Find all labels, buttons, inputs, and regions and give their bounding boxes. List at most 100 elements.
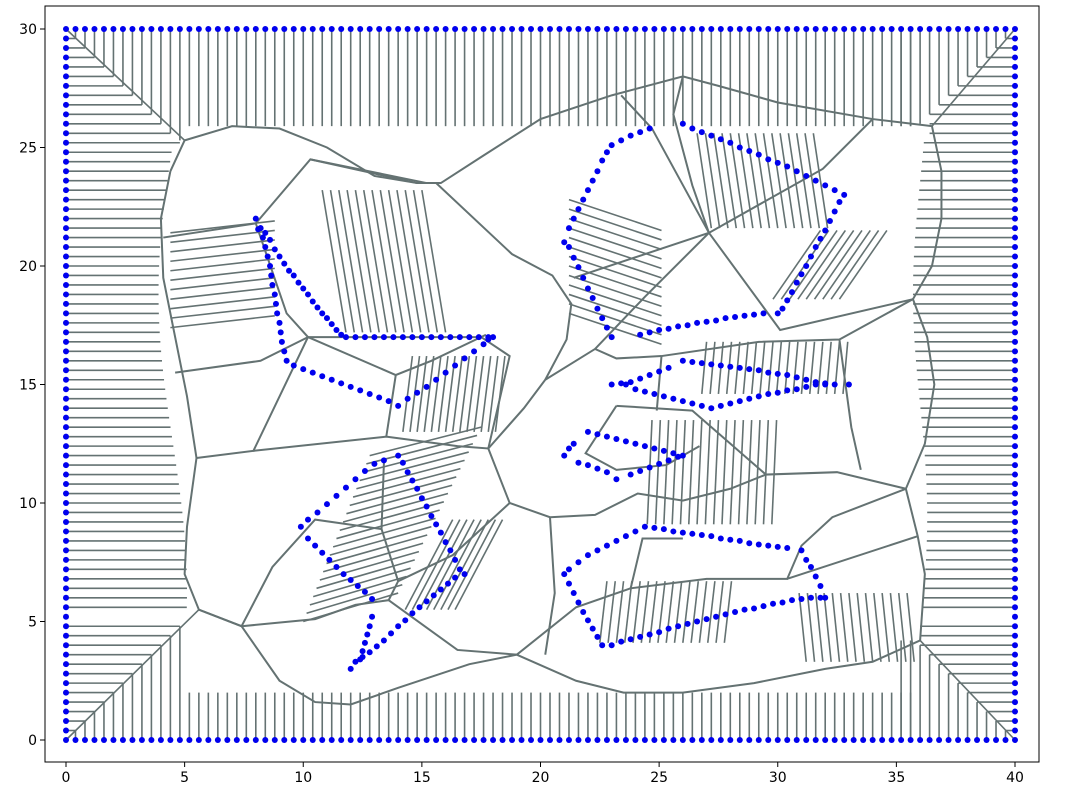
skeleton-edge: [814, 592, 824, 662]
boundary-point: [1012, 215, 1018, 222]
x-tick-label: 25: [650, 770, 668, 786]
boundary-point: [689, 26, 696, 32]
interior-point: [770, 600, 777, 607]
skeleton-edge: [792, 341, 799, 395]
interior-point: [717, 535, 724, 542]
interior-point: [784, 372, 791, 379]
boundary-point: [63, 613, 69, 620]
skeleton-edge: [750, 341, 758, 395]
interior-point: [736, 364, 743, 371]
interior-point: [651, 524, 658, 531]
boundary-point: [63, 537, 69, 544]
interior-point: [708, 132, 715, 139]
skeleton-edge: [771, 133, 787, 229]
boundary-point: [888, 26, 895, 32]
skeleton-edge: [170, 277, 275, 291]
interior-point: [402, 617, 409, 624]
skeleton-edge: [352, 467, 461, 498]
boundary-point: [138, 737, 145, 743]
interior-point: [262, 244, 269, 251]
boundary-point: [214, 26, 221, 32]
skeleton-edge: [454, 519, 504, 611]
boundary-point: [148, 26, 155, 32]
boundary-point: [1012, 329, 1018, 336]
skeleton-edge: [303, 592, 399, 623]
interior-point: [380, 457, 387, 464]
skeleton-edge: [170, 267, 275, 282]
skeleton-edge: [698, 581, 708, 643]
boundary-point: [347, 26, 354, 32]
skeleton-edge: [369, 426, 482, 457]
boundary-point: [1012, 670, 1018, 677]
skeleton-edge: [795, 133, 812, 229]
interior-point: [584, 552, 591, 559]
interior-point: [423, 598, 430, 605]
interior-point: [637, 375, 644, 382]
interior-point: [437, 529, 444, 536]
boundary-point: [746, 26, 753, 32]
boundary-point: [670, 737, 677, 743]
skeleton-edge: [772, 229, 822, 300]
skeleton-edge: [687, 420, 695, 525]
interior-point: [774, 310, 781, 317]
skeleton-edge: [804, 133, 821, 229]
interior-point: [646, 631, 653, 638]
boundary-point: [414, 26, 421, 32]
skeleton-edge: [682, 581, 691, 643]
boundary-point: [91, 26, 98, 32]
interior-point: [684, 322, 691, 329]
interior-point: [404, 469, 411, 476]
interior-point: [584, 462, 591, 469]
boundary-point: [993, 737, 1000, 743]
interior-point: [366, 623, 373, 630]
boundary-point: [632, 26, 639, 32]
skeleton-edge: [615, 581, 625, 643]
interior-point: [565, 445, 572, 452]
boundary-point: [1012, 63, 1018, 70]
interior-point: [281, 348, 288, 355]
boundary-point: [898, 737, 905, 743]
boundary-point: [404, 737, 411, 743]
interior-point: [594, 633, 601, 640]
boundary-point: [63, 215, 69, 222]
boundary-point: [613, 737, 620, 743]
skeleton-edge: [412, 190, 439, 333]
boundary-point: [1012, 566, 1018, 573]
interior-point: [603, 149, 610, 156]
interior-point: [259, 234, 266, 241]
interior-point: [286, 267, 293, 274]
boundary-point: [1012, 149, 1018, 156]
boundary-point: [186, 26, 193, 32]
boundary-point: [907, 26, 914, 32]
skeleton-edge: [737, 420, 745, 525]
boundary-point: [338, 26, 345, 32]
skeleton-edge: [654, 420, 662, 525]
interior-point: [561, 239, 568, 246]
boundary-point: [1012, 481, 1018, 488]
boundary-point: [917, 26, 924, 32]
interior-point: [570, 215, 577, 222]
skeleton-edge: [663, 420, 670, 525]
skeleton-edge: [721, 133, 738, 229]
boundary-point: [63, 244, 69, 251]
interior-point: [746, 366, 753, 373]
skeleton-edge: [771, 420, 778, 525]
interior-point: [632, 528, 639, 535]
skeleton-edge: [487, 355, 499, 432]
x-tick-label: 40: [1006, 770, 1024, 786]
interior-point: [651, 445, 658, 452]
interior-point: [831, 381, 838, 388]
boundary-point: [1012, 500, 1018, 506]
boundary-point: [736, 26, 743, 32]
boundary-point: [480, 737, 487, 743]
skeleton-edge: [568, 312, 662, 345]
boundary-point: [1012, 386, 1018, 393]
skeleton-edge: [723, 581, 733, 643]
interior-point: [807, 594, 814, 601]
boundary-point: [423, 26, 430, 32]
boundary-point: [1012, 177, 1018, 184]
interior-point: [736, 537, 743, 544]
skeleton-edge: [775, 341, 783, 395]
skeleton-cell-boundary: [255, 158, 418, 224]
